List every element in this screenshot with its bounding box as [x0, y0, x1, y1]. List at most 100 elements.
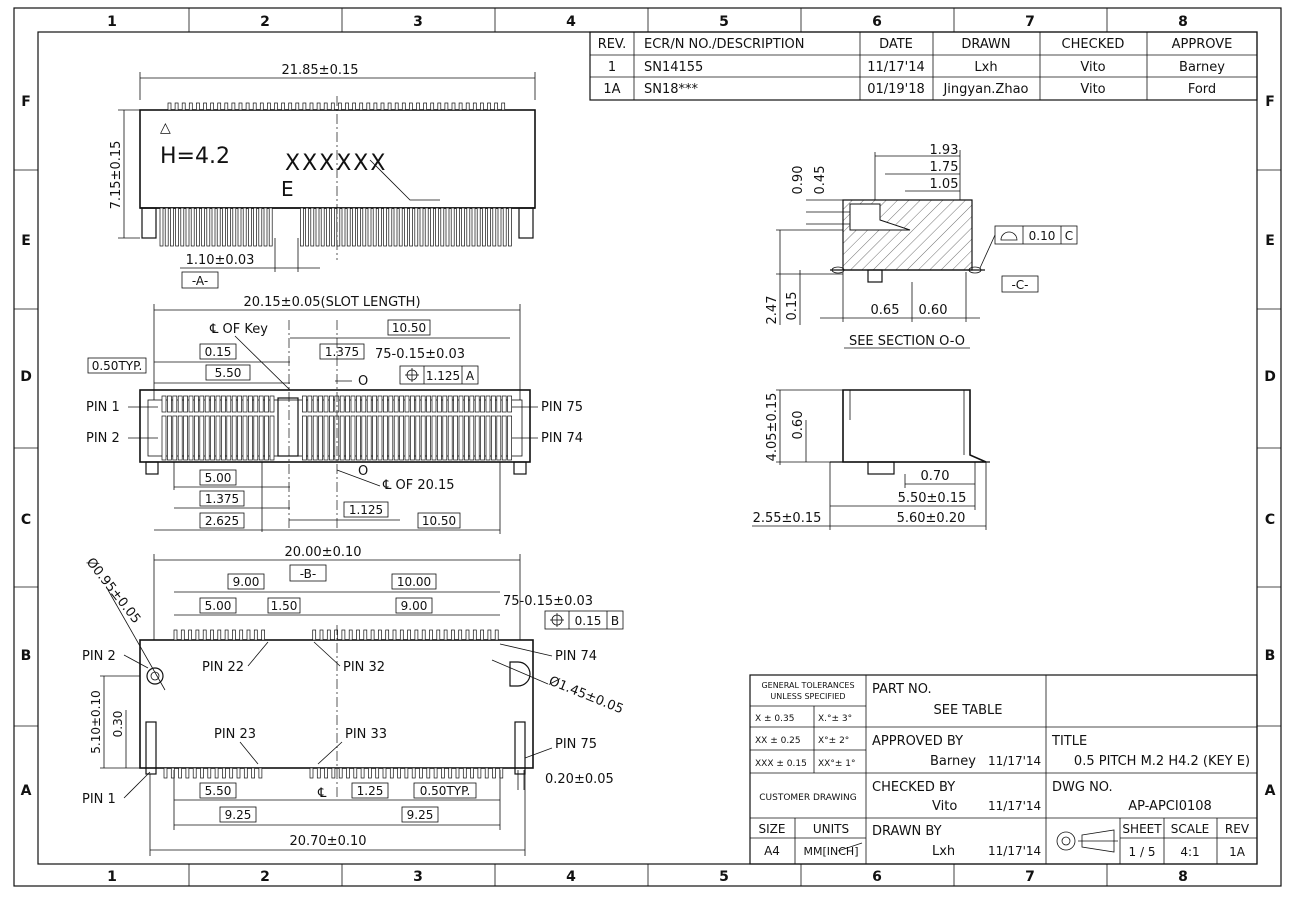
pin [183, 415, 188, 461]
pin [309, 102, 314, 111]
dim-0-50typ: 0.50TYP. [92, 359, 143, 373]
side-view: 4.05±0.15 0.60 0.70 5.50±0.15 2.55±0.15 … [752, 389, 990, 530]
pin [458, 395, 464, 413]
pin [242, 207, 247, 247]
pin [309, 767, 314, 779]
tol-xa: X.°± 3° [818, 714, 852, 724]
pin [357, 207, 361, 247]
pin [318, 415, 323, 461]
pin [502, 207, 507, 247]
dim-9-25-right: 9.25 [407, 808, 434, 822]
pin [196, 207, 200, 247]
pin [175, 207, 179, 247]
rev-cell: 11/17'14 [867, 60, 925, 75]
approved-label: APPROVED BY [872, 734, 963, 749]
pin [239, 629, 244, 641]
row-label-left: F [21, 94, 31, 110]
dim-20-00: 20.00±0.10 [284, 545, 361, 560]
pin [398, 207, 403, 247]
pin [210, 629, 214, 641]
pin [420, 415, 426, 461]
pin [253, 395, 259, 413]
pin [474, 395, 480, 413]
pin [242, 395, 248, 413]
pin [258, 415, 264, 461]
pin [195, 629, 200, 641]
pin [183, 395, 188, 413]
pin [194, 395, 199, 413]
pin [199, 395, 205, 413]
dim-7-15: 7.15±0.15 [109, 141, 124, 210]
pin [385, 629, 390, 641]
pin [437, 102, 442, 111]
pin [203, 102, 207, 111]
rev-header: ECR/N NO./DESCRIPTION [644, 37, 805, 52]
pin [485, 415, 491, 461]
dim-75-pitch-b: 75-0.15±0.03 [503, 594, 593, 609]
row-label-right: E [1265, 233, 1275, 249]
dim-20-70: 20.70±0.10 [289, 834, 366, 849]
rev-cell: Lxh [974, 60, 997, 75]
pin [382, 767, 387, 779]
pin [350, 395, 356, 413]
pin [378, 207, 382, 247]
pin [372, 395, 377, 413]
pin [465, 102, 470, 111]
col-label-top: 3 [413, 14, 423, 30]
col-label-bottom: 8 [1178, 869, 1188, 885]
pin-75-b: PIN 75 [555, 737, 597, 752]
bottom-view-top-pins [173, 629, 499, 641]
cl-of-20-15: ℄ OF 20.15 [382, 478, 455, 493]
pin [167, 395, 172, 413]
row-label-right: D [1264, 369, 1276, 385]
pin [253, 415, 259, 461]
drawn-label: DRAWN BY [872, 824, 942, 839]
pin [222, 207, 226, 247]
pin [330, 102, 335, 111]
col-label-bottom: 5 [719, 869, 729, 885]
dim-9-00-bot: 9.00 [401, 599, 428, 613]
pin [424, 207, 429, 247]
pin [221, 395, 226, 413]
size-label: SIZE [759, 822, 786, 836]
dim-10-50-bottom: 10.50 [422, 514, 456, 528]
pin [410, 415, 415, 461]
pin [196, 102, 200, 111]
pin [461, 207, 465, 247]
pin [484, 767, 489, 779]
pin [307, 415, 313, 461]
datum-ref-c: C [1065, 229, 1073, 243]
pin [404, 415, 410, 461]
size-value: A4 [764, 844, 780, 858]
pin [320, 207, 325, 247]
pin [397, 767, 401, 779]
drawn-name: Lxh [932, 844, 955, 859]
dim-21-85: 21.85±0.15 [281, 63, 358, 78]
pin [464, 395, 469, 413]
pin [204, 395, 210, 413]
pin [331, 207, 335, 247]
pin [237, 207, 242, 247]
dim-1-125-bottom: 2.625 [205, 514, 239, 528]
pin [496, 395, 502, 413]
pin [356, 415, 361, 461]
pin [316, 767, 321, 779]
bottom-pin-row [159, 207, 512, 247]
dim-1-05: 1.05 [930, 177, 959, 192]
pin [404, 767, 409, 779]
dim-1-10: 1.10±0.03 [186, 253, 255, 268]
rev-header: DATE [879, 37, 913, 52]
sheet-value: 1 / 5 [1129, 845, 1156, 859]
section-view: 1.93 1.75 1.05 0.90 0.45 0.10 C -C- 2.47… [765, 143, 1078, 349]
datum-ref-a: A [466, 369, 475, 383]
pin [480, 415, 485, 461]
pin [338, 102, 342, 111]
col-label-top: 7 [1025, 14, 1035, 30]
dim-1-93: 1.93 [930, 143, 959, 158]
pin [404, 395, 410, 413]
pin [472, 102, 477, 111]
pin [177, 415, 183, 461]
scale-value: 4:1 [1180, 845, 1199, 859]
sheet-label: SHEET [1122, 822, 1162, 836]
pin [458, 415, 464, 461]
